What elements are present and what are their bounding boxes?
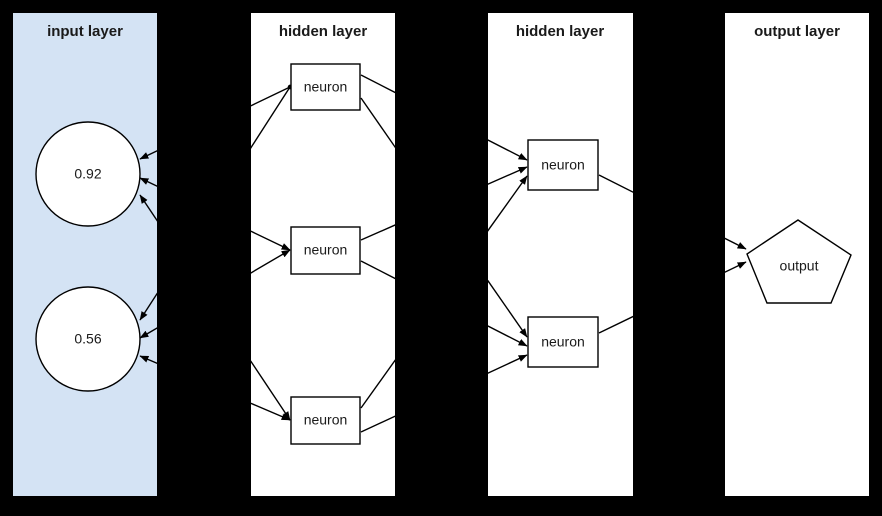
- edge-h1n1-h2n2: [360, 97, 395, 149]
- edge-h1n1-h2n1: [360, 74, 395, 94]
- output-layer-title: output layer: [754, 23, 840, 40]
- hidden2-neuron-2-label: neuron: [541, 334, 585, 350]
- edges-input-to-hidden1-right: [251, 84, 293, 421]
- hidden1-neuron-1[interactable]: [290, 63, 361, 111]
- edge-in1-h1n2-head: [251, 230, 291, 251]
- hidden-layer-1-title: hidden layer: [279, 23, 368, 40]
- edge-in2-h1n1-head: [251, 84, 293, 149]
- hidden2-neuron-1[interactable]: [527, 139, 599, 191]
- hidden1-neuron-2[interactable]: [290, 226, 361, 275]
- edge-h1n2-h2n1-head: [488, 166, 528, 185]
- edge-in1-h1n1-head: [251, 84, 293, 107]
- edge-h1n3-h2n2-head: [488, 354, 528, 374]
- input-node-2[interactable]: [35, 286, 141, 392]
- edge-h1n2-h2n2-head: [488, 325, 528, 347]
- hidden2-neuron-2[interactable]: [527, 316, 599, 368]
- input-node-1-label: 0.92: [74, 166, 101, 182]
- hidden-layer-2-nodes: neuron neuron: [527, 139, 599, 368]
- edge-in2-h1n3-head: [251, 402, 291, 421]
- output-node-label: output: [780, 258, 819, 274]
- edges-hidden1-to-hidden2-right: [488, 139, 528, 374]
- hidden-layer-1-nodes: neuron neuron neuron: [290, 63, 361, 445]
- input-layer-nodes: 0.92 0.56: [35, 121, 141, 392]
- edge-h1n1-h2n1-head: [488, 139, 528, 161]
- edge-in1-h1n3-head: [251, 360, 291, 421]
- edge-h1n2-h2n1: [360, 224, 395, 241]
- output-node[interactable]: [746, 219, 852, 304]
- edge-h1n1-h2n2-head: [488, 279, 528, 338]
- output-layer-nodes: output: [746, 219, 852, 304]
- layer-titles: input layer hidden layer hidden layer ou…: [47, 23, 840, 40]
- edge-h1n3-h2n1-head: [488, 175, 528, 232]
- input-layer-title: input layer: [47, 23, 123, 40]
- layer-panels: [13, 13, 869, 496]
- hidden1-neuron-1-label: neuron: [304, 79, 348, 95]
- hidden-layer-2-title: hidden layer: [516, 23, 605, 40]
- input-node-2-label: 0.56: [74, 331, 101, 347]
- panel-input-layer: [13, 13, 157, 496]
- edge-h1n3-h2n2: [360, 415, 395, 433]
- input-node-1[interactable]: [35, 121, 141, 227]
- panel-hidden-layer-2: [488, 13, 633, 496]
- hidden1-neuron-2-label: neuron: [304, 242, 348, 258]
- edge-h1n3-h2n1: [360, 359, 395, 409]
- edge-h1n2-h2n2: [360, 260, 395, 280]
- edges-hidden1-to-hidden2-left: [360, 74, 395, 433]
- edge-h2n2-out: [598, 315, 633, 334]
- edge-in2-h1n2-head: [251, 249, 291, 274]
- hidden1-neuron-3-label: neuron: [304, 412, 348, 428]
- hidden1-neuron-3[interactable]: [290, 396, 361, 445]
- hidden2-neuron-1-label: neuron: [541, 157, 585, 173]
- edge-h2n1-out: [598, 174, 633, 193]
- edges-hidden2-to-output-left: [598, 174, 633, 334]
